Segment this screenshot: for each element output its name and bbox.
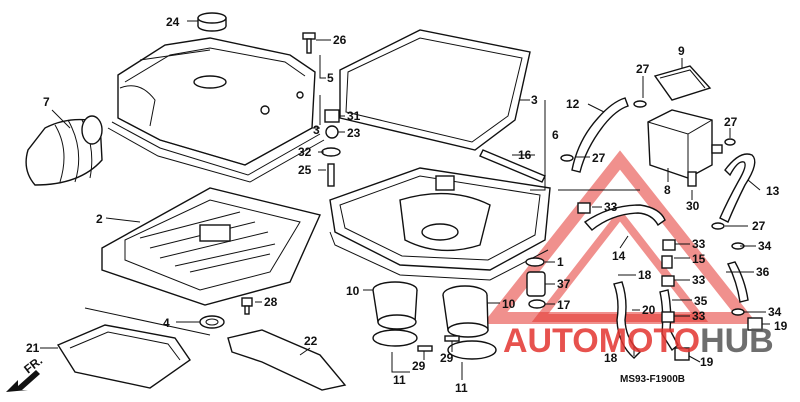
label-34-a: 34	[758, 239, 772, 253]
callout-labels: 24 26 5 7 31 23 3 3 32 25 2 28 4 21 22 6…	[26, 15, 788, 395]
label-33-a: 33	[604, 200, 618, 214]
hose-13	[719, 153, 756, 223]
label-33-b: 33	[692, 237, 706, 251]
front-direction-arrow: FR.	[6, 353, 45, 392]
label-27-top: 27	[636, 62, 650, 76]
label-10-right: 10	[502, 297, 516, 311]
drain-rod-16	[479, 149, 546, 183]
label-25: 25	[298, 163, 312, 177]
watermark-text-secondary: HUB	[700, 322, 774, 360]
label-2: 2	[96, 212, 103, 226]
clamps-27	[560, 100, 745, 316]
label-6: 6	[552, 128, 559, 142]
cover-plate-21	[56, 324, 191, 389]
diagram-code: MS93-F1900B	[620, 374, 685, 385]
gasket-3	[339, 29, 531, 151]
label-12: 12	[566, 97, 580, 111]
grommet-4	[199, 315, 225, 329]
label-26: 26	[333, 33, 347, 47]
air-funnel-right	[442, 285, 497, 360]
label-7: 7	[43, 95, 50, 109]
label-15: 15	[692, 252, 706, 266]
air-filter-element	[101, 187, 321, 306]
small-fasteners	[321, 109, 341, 187]
label-4: 4	[163, 316, 170, 330]
label-5: 5	[327, 71, 334, 85]
label-33-c: 33	[692, 273, 706, 287]
label-3-gasket: 3	[531, 93, 538, 107]
label-36: 36	[756, 265, 770, 279]
label-20: 20	[642, 303, 656, 317]
label-3-cover: 3	[313, 123, 320, 137]
lower-case	[329, 167, 551, 281]
label-32: 32	[298, 145, 312, 159]
label-37: 37	[557, 277, 571, 291]
label-27-left: 27	[592, 151, 606, 165]
label-18-a: 18	[638, 268, 652, 282]
hose-12	[571, 97, 629, 173]
bolt-26	[302, 32, 316, 54]
cover-plate-22	[227, 329, 347, 391]
label-11-right: 11	[455, 381, 468, 395]
label-11-left: 11	[393, 373, 406, 387]
filter-pad-9	[653, 65, 712, 101]
bolt-28	[241, 297, 253, 315]
label-8: 8	[664, 183, 671, 197]
label-30: 30	[686, 199, 700, 213]
watermark-text: AUTOMOTOHUB	[503, 322, 774, 360]
front-label: FR.	[21, 353, 45, 376]
label-28: 28	[264, 295, 278, 309]
label-27-lower: 27	[752, 219, 766, 233]
label-14: 14	[612, 249, 626, 263]
label-16: 16	[518, 148, 532, 162]
label-23: 23	[347, 126, 361, 140]
label-18-b: 18	[604, 351, 618, 365]
label-22: 22	[304, 334, 318, 348]
label-13: 13	[766, 184, 780, 198]
label-29-left: 29	[412, 359, 426, 373]
label-1: 1	[557, 255, 564, 269]
leader-lines	[40, 20, 770, 380]
tube-20	[613, 281, 642, 359]
breather-chamber-8	[647, 109, 723, 179]
grommet-24	[197, 12, 227, 32]
upper-cover	[107, 37, 325, 183]
label-34-b: 34	[768, 305, 782, 319]
label-21: 21	[26, 341, 40, 355]
label-9: 9	[678, 44, 685, 58]
caps-19	[674, 317, 763, 361]
label-27-right: 27	[724, 115, 738, 129]
label-19-a: 19	[774, 319, 788, 333]
label-33-d: 33	[692, 309, 706, 323]
label-17: 17	[557, 298, 571, 312]
clips-33	[577, 202, 676, 323]
label-24: 24	[166, 15, 180, 29]
label-19-b: 19	[700, 355, 714, 369]
intake-duct	[25, 115, 103, 186]
label-10-left: 10	[346, 284, 360, 298]
bolt-30	[687, 171, 697, 187]
hose-14	[583, 204, 666, 231]
label-29-right: 29	[440, 351, 454, 365]
label-35: 35	[694, 294, 708, 308]
label-31: 31	[347, 109, 361, 123]
air-funnel-left	[372, 281, 418, 347]
watermark-text-primary: AUTOMOTO	[503, 322, 700, 360]
